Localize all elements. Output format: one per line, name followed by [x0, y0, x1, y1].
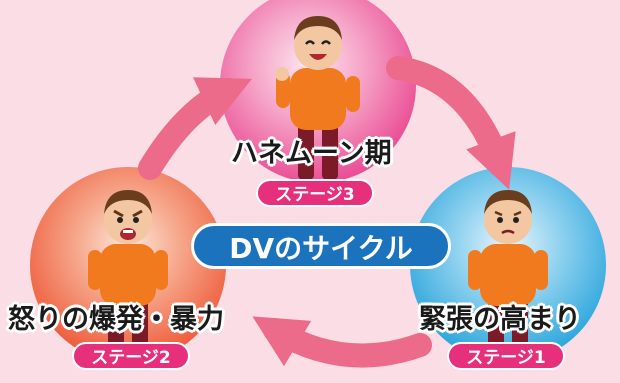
- stage2-label: 怒りの爆発・暴力: [8, 304, 224, 335]
- stage3-badge: ステージ3: [256, 179, 374, 207]
- arrow-stage1-to-stage2: [252, 316, 432, 368]
- figure-angry: [88, 190, 168, 356]
- stage3-label: ハネムーン期: [231, 138, 392, 169]
- stage1-badge: ステージ1: [447, 342, 565, 370]
- arrow-stage3-to-stage1: [386, 56, 516, 190]
- stage2-badge: ステージ2: [72, 342, 190, 370]
- stage1-label: 緊張の高まり: [419, 304, 581, 335]
- figure-smiling: [275, 16, 360, 180]
- arrow-stage2-to-stage3: [138, 77, 252, 180]
- figure-worried: [468, 190, 548, 356]
- cycle-title: DVのサイクル: [191, 223, 451, 269]
